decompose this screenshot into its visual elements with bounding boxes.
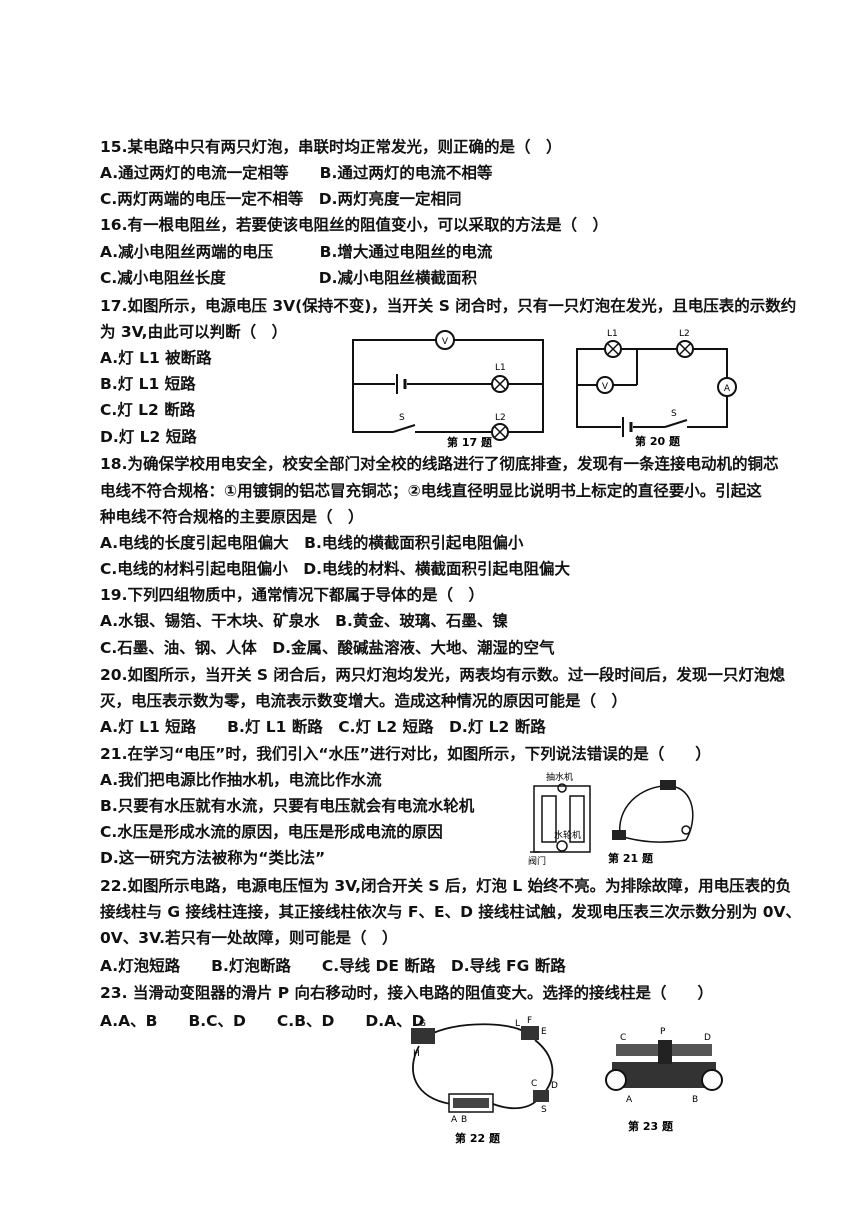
figure-22-g-label: G bbox=[419, 1019, 426, 1029]
figure-20-s-label: S bbox=[671, 409, 677, 419]
figure-22-h-label: H bbox=[413, 1049, 420, 1059]
question-15-options-cd: C.两灯两端的电压一定不相等 D.两灯亮度一定相同 bbox=[100, 190, 462, 208]
question-21-option-d: D.这一研究方法被称为“类比法” bbox=[100, 849, 326, 867]
question-18-stem-2: 电线不符合规格：①用镀铜的铝芯冒充铜芯；②电线直径明显比说明书上标定的直径要小。… bbox=[100, 482, 762, 500]
question-20-options: A.灯 L1 短路 B.灯 L1 断路 C.灯 L2 短路 D.灯 L2 断路 bbox=[100, 718, 546, 736]
question-17-stem-2: 为 3V,由此可以判断（ ） bbox=[100, 323, 288, 341]
figure-21-turbine-label: 水轮机 bbox=[554, 829, 581, 841]
figure-20-l2-label: L2 bbox=[679, 329, 690, 339]
figure-22-f-label: F bbox=[527, 1016, 532, 1026]
question-23-stem: 23. 当滑动变阻器的滑片 P 向右移动时，接入电路的阻值变大。选择的接线柱是（… bbox=[100, 984, 714, 1002]
figure-22-s-label: S bbox=[541, 1105, 547, 1115]
figure-22-b-label: B bbox=[461, 1115, 467, 1125]
question-17-option-a: A.灯 L1 被断路 bbox=[100, 349, 212, 367]
figure-21-analogy: 抽水机 水轮机 阀门 第 21 题 bbox=[520, 770, 710, 870]
figure-22-c-label: C bbox=[531, 1079, 537, 1089]
question-16-options-ab: A.减小电阻丝两端的电压 B.增大通过电阻丝的电流 bbox=[100, 243, 493, 261]
figure-17-caption: 第 17 题 bbox=[447, 435, 493, 448]
question-17-option-c: C.灯 L2 断路 bbox=[100, 401, 196, 419]
figure-20-voltmeter-label: V bbox=[602, 382, 609, 392]
figure-23-caption: 第 23 题 bbox=[628, 1119, 674, 1133]
question-17-option-d: D.灯 L2 短路 bbox=[100, 428, 197, 446]
figure-17-s-label: S bbox=[399, 413, 405, 423]
question-20-stem-1: 20.如图所示，当开关 S 闭合后，两只灯泡均发光，两表均有示数。过一段时间后，… bbox=[100, 666, 785, 684]
figure-23-b-label: B bbox=[692, 1095, 698, 1105]
figure-21-valve-label: 阀门 bbox=[528, 855, 546, 867]
question-15-options-ab: A.通过两灯的电流一定相等 B.通过两灯的电流不相等 bbox=[100, 164, 493, 182]
question-22-stem-2: 接线柱与 G 接线柱连接，其正接线柱依次与 F、E、D 接线柱试触，发现电压表三… bbox=[100, 903, 802, 921]
question-17-option-b: B.灯 L1 短路 bbox=[100, 375, 196, 393]
figure-22-circuit: G H F E L C D S A B 第 22 题 bbox=[405, 1012, 575, 1147]
question-22-options: A.灯泡短路 B.灯泡断路 C.导线 DE 断路 D.导线 FG 断路 bbox=[100, 957, 566, 975]
question-21-option-b: B.只要有水压就有水流，只要有电压就会有电流水轮机 bbox=[100, 797, 475, 815]
figure-22-l-label: L bbox=[515, 1019, 520, 1029]
figure-21-pump-label: 抽水机 bbox=[546, 771, 573, 783]
question-16-stem: 16.有一根电阻丝，若要使该电阻丝的阻值变小，可以采取的方法是（ ） bbox=[100, 216, 608, 234]
question-22-stem-3: 0V、3V.若只有一处故障，则可能是（ ） bbox=[100, 929, 398, 947]
figure-17-voltmeter-label: V bbox=[442, 337, 449, 347]
figure-21-caption: 第 21 题 bbox=[608, 851, 654, 865]
figure-22-a-label: A bbox=[451, 1115, 458, 1125]
figure-20-circuit: L1 L2 V A S 第 20 题 bbox=[565, 325, 745, 447]
figure-17-l1-label: L1 bbox=[495, 363, 506, 373]
question-18-stem-3: 种电线不符合规格的主要原因是（ ） bbox=[100, 508, 364, 526]
figure-23-a-label: A bbox=[626, 1095, 633, 1105]
figure-20-ammeter-label: A bbox=[724, 384, 731, 394]
question-19-options-cd: C.石墨、油、钢、人体 D.金属、酸碱盐溶液、大地、潮湿的空气 bbox=[100, 639, 555, 657]
question-19-stem: 19.下列四组物质中，通常情况下都属于导体的是（ ） bbox=[100, 586, 484, 604]
question-18-options-cd: C.电线的材料引起电阻偏小 D.电线的材料、横截面积引起电阻偏大 bbox=[100, 560, 571, 578]
question-15-stem: 15.某电路中只有两只灯泡，串联时均正常发光，则正确的是（ ） bbox=[100, 138, 562, 156]
question-21-stem: 21.在学习“电压”时，我们引入“水压”进行对比，如图所示，下列说法错误的是（ … bbox=[100, 745, 711, 763]
figure-22-d-label: D bbox=[551, 1081, 558, 1091]
figure-23-c-label: C bbox=[620, 1033, 626, 1043]
figure-17-circuit: V L1 S L2 第 17 题 bbox=[335, 330, 555, 448]
figure-17-l2-label: L2 bbox=[495, 413, 506, 423]
figure-20-caption: 第 20 题 bbox=[635, 434, 681, 447]
figure-22-caption: 第 22 题 bbox=[455, 1131, 501, 1145]
question-17-stem-1: 17.如图所示，电源电压 3V(保持不变)，当开关 S 闭合时，只有一只灯泡在发… bbox=[100, 297, 797, 315]
question-23-options: A.A、B B.C、D C.B、D D.A、D bbox=[100, 1012, 425, 1030]
figure-23-p-label: P bbox=[660, 1027, 666, 1037]
figure-22-e-label: E bbox=[541, 1027, 547, 1037]
figure-20-l1-label: L1 bbox=[607, 329, 618, 339]
figure-23-d-label: D bbox=[704, 1033, 711, 1043]
question-21-option-c: C.水压是形成水流的原因，电压是形成电流的原因 bbox=[100, 823, 443, 841]
question-22-stem-1: 22.如图所示电路，电源电压恒为 3V,闭合开关 S 后，灯泡 L 始终不亮。为… bbox=[100, 877, 792, 895]
question-16-options-cd: C.减小电阻丝长度 D.减小电阻丝横截面积 bbox=[100, 269, 478, 287]
question-18-options-ab: A.电线的长度引起电阻偏大 B.电线的横截面积引起电阻偏小 bbox=[100, 534, 524, 552]
question-20-stem-2: 灭，电压表示数为零，电流表示数变增大。造成这种情况的原因可能是（ ） bbox=[100, 692, 628, 710]
figure-23-rheostat: C P D A B 第 23 题 bbox=[600, 1018, 730, 1140]
question-18-stem-1: 18.为确保学校用电安全，校安全部门对全校的线路进行了彻底排查，发现有一条连接电… bbox=[100, 455, 779, 473]
question-21-option-a: A.我们把电源比作抽水机，电流比作水流 bbox=[100, 771, 382, 789]
question-19-options-ab: A.水银、锡箔、干木块、矿泉水 B.黄金、玻璃、石墨、镍 bbox=[100, 612, 508, 630]
